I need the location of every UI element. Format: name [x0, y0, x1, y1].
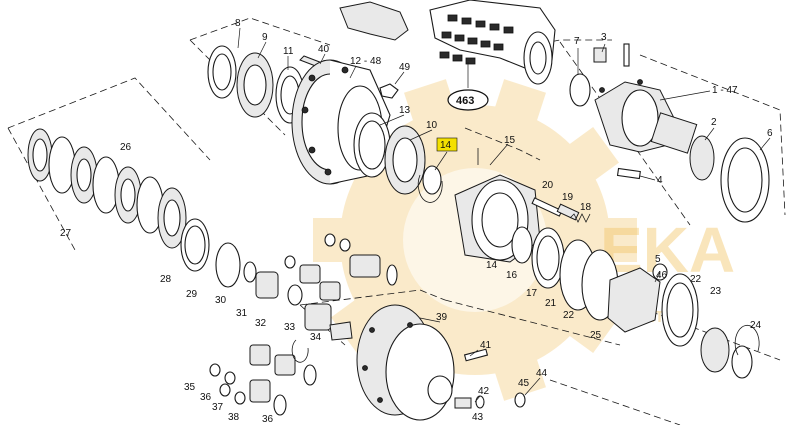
label-23: 23: [710, 286, 722, 297]
label-46: 46: [656, 270, 668, 281]
label-37: 37: [212, 402, 224, 413]
label-33: 33: [284, 322, 296, 333]
label-24: 24: [750, 320, 762, 331]
label-42: 42: [478, 386, 490, 397]
label-26: 26: [120, 142, 132, 153]
label-5: 5: [655, 254, 661, 265]
label-2: 2: [711, 117, 717, 128]
label-32: 32: [255, 318, 267, 329]
label-40: 40: [318, 44, 330, 55]
label-49: 49: [399, 62, 411, 73]
planet-gears: [209, 233, 398, 416]
label-29: 29: [186, 289, 198, 300]
label-21: 21: [545, 298, 557, 309]
axle-housing: [339, 0, 556, 85]
label-11: 11: [283, 46, 294, 57]
watermark-gear-tooth: [557, 126, 619, 189]
ring-group-28-30: [180, 218, 257, 288]
label-12-48: 12 - 48: [350, 56, 382, 67]
label-18: 18: [580, 202, 592, 213]
watermark-gear-tooth: [490, 79, 546, 135]
label-36: 36: [200, 392, 212, 403]
label-34: 34: [310, 332, 322, 343]
leader-lines: [237, 27, 771, 403]
watermark-text: EKA: [600, 214, 735, 286]
label-14: 14: [486, 260, 498, 271]
label-20: 20: [542, 180, 554, 191]
label-41: 41: [480, 340, 492, 351]
label-4: 4: [657, 175, 663, 186]
reference-badge-463: 463: [447, 62, 489, 111]
badge-label: 463: [456, 95, 474, 107]
planetary-cover: [356, 304, 526, 421]
label-19: 19: [562, 192, 574, 203]
part-labels: 8 9 11 40 12 - 48 49 13 10 14 15 7 3 1 -…: [60, 18, 773, 425]
label-38: 38: [228, 412, 240, 423]
label-14-highlighted: 14: [440, 140, 452, 151]
label-16: 16: [506, 270, 518, 281]
watermark-gear-tooth: [404, 79, 460, 135]
label-25: 25: [590, 330, 602, 341]
drive-flange-group: [569, 43, 770, 223]
label-13: 13: [399, 105, 411, 116]
friction-discs: [27, 128, 187, 249]
label-8: 8: [235, 18, 241, 29]
label-3: 3: [601, 32, 607, 43]
label-44: 44: [536, 368, 548, 379]
label-22b: 22: [690, 274, 702, 285]
label-9: 9: [262, 32, 268, 43]
label-39: 39: [436, 312, 448, 323]
label-27: 27: [60, 228, 72, 239]
seal-rings-group: [353, 112, 442, 195]
label-35: 35: [184, 382, 196, 393]
label-28: 28: [160, 274, 172, 285]
label-1-47: 1 - 47: [712, 85, 738, 96]
label-6: 6: [767, 128, 773, 139]
label-17: 17: [526, 288, 538, 299]
snap-rings: [291, 174, 760, 363]
label-7: 7: [574, 36, 580, 47]
highlight-box: [436, 137, 458, 152]
label-15: 15: [504, 135, 516, 146]
label-36b: 36: [262, 414, 274, 425]
label-10: 10: [426, 120, 438, 131]
pin-spring-group: [531, 197, 591, 223]
label-43: 43: [472, 412, 484, 423]
label-45: 45: [518, 378, 530, 389]
label-31: 31: [236, 308, 248, 319]
label-22: 22: [563, 310, 575, 321]
label-30: 30: [215, 295, 227, 306]
